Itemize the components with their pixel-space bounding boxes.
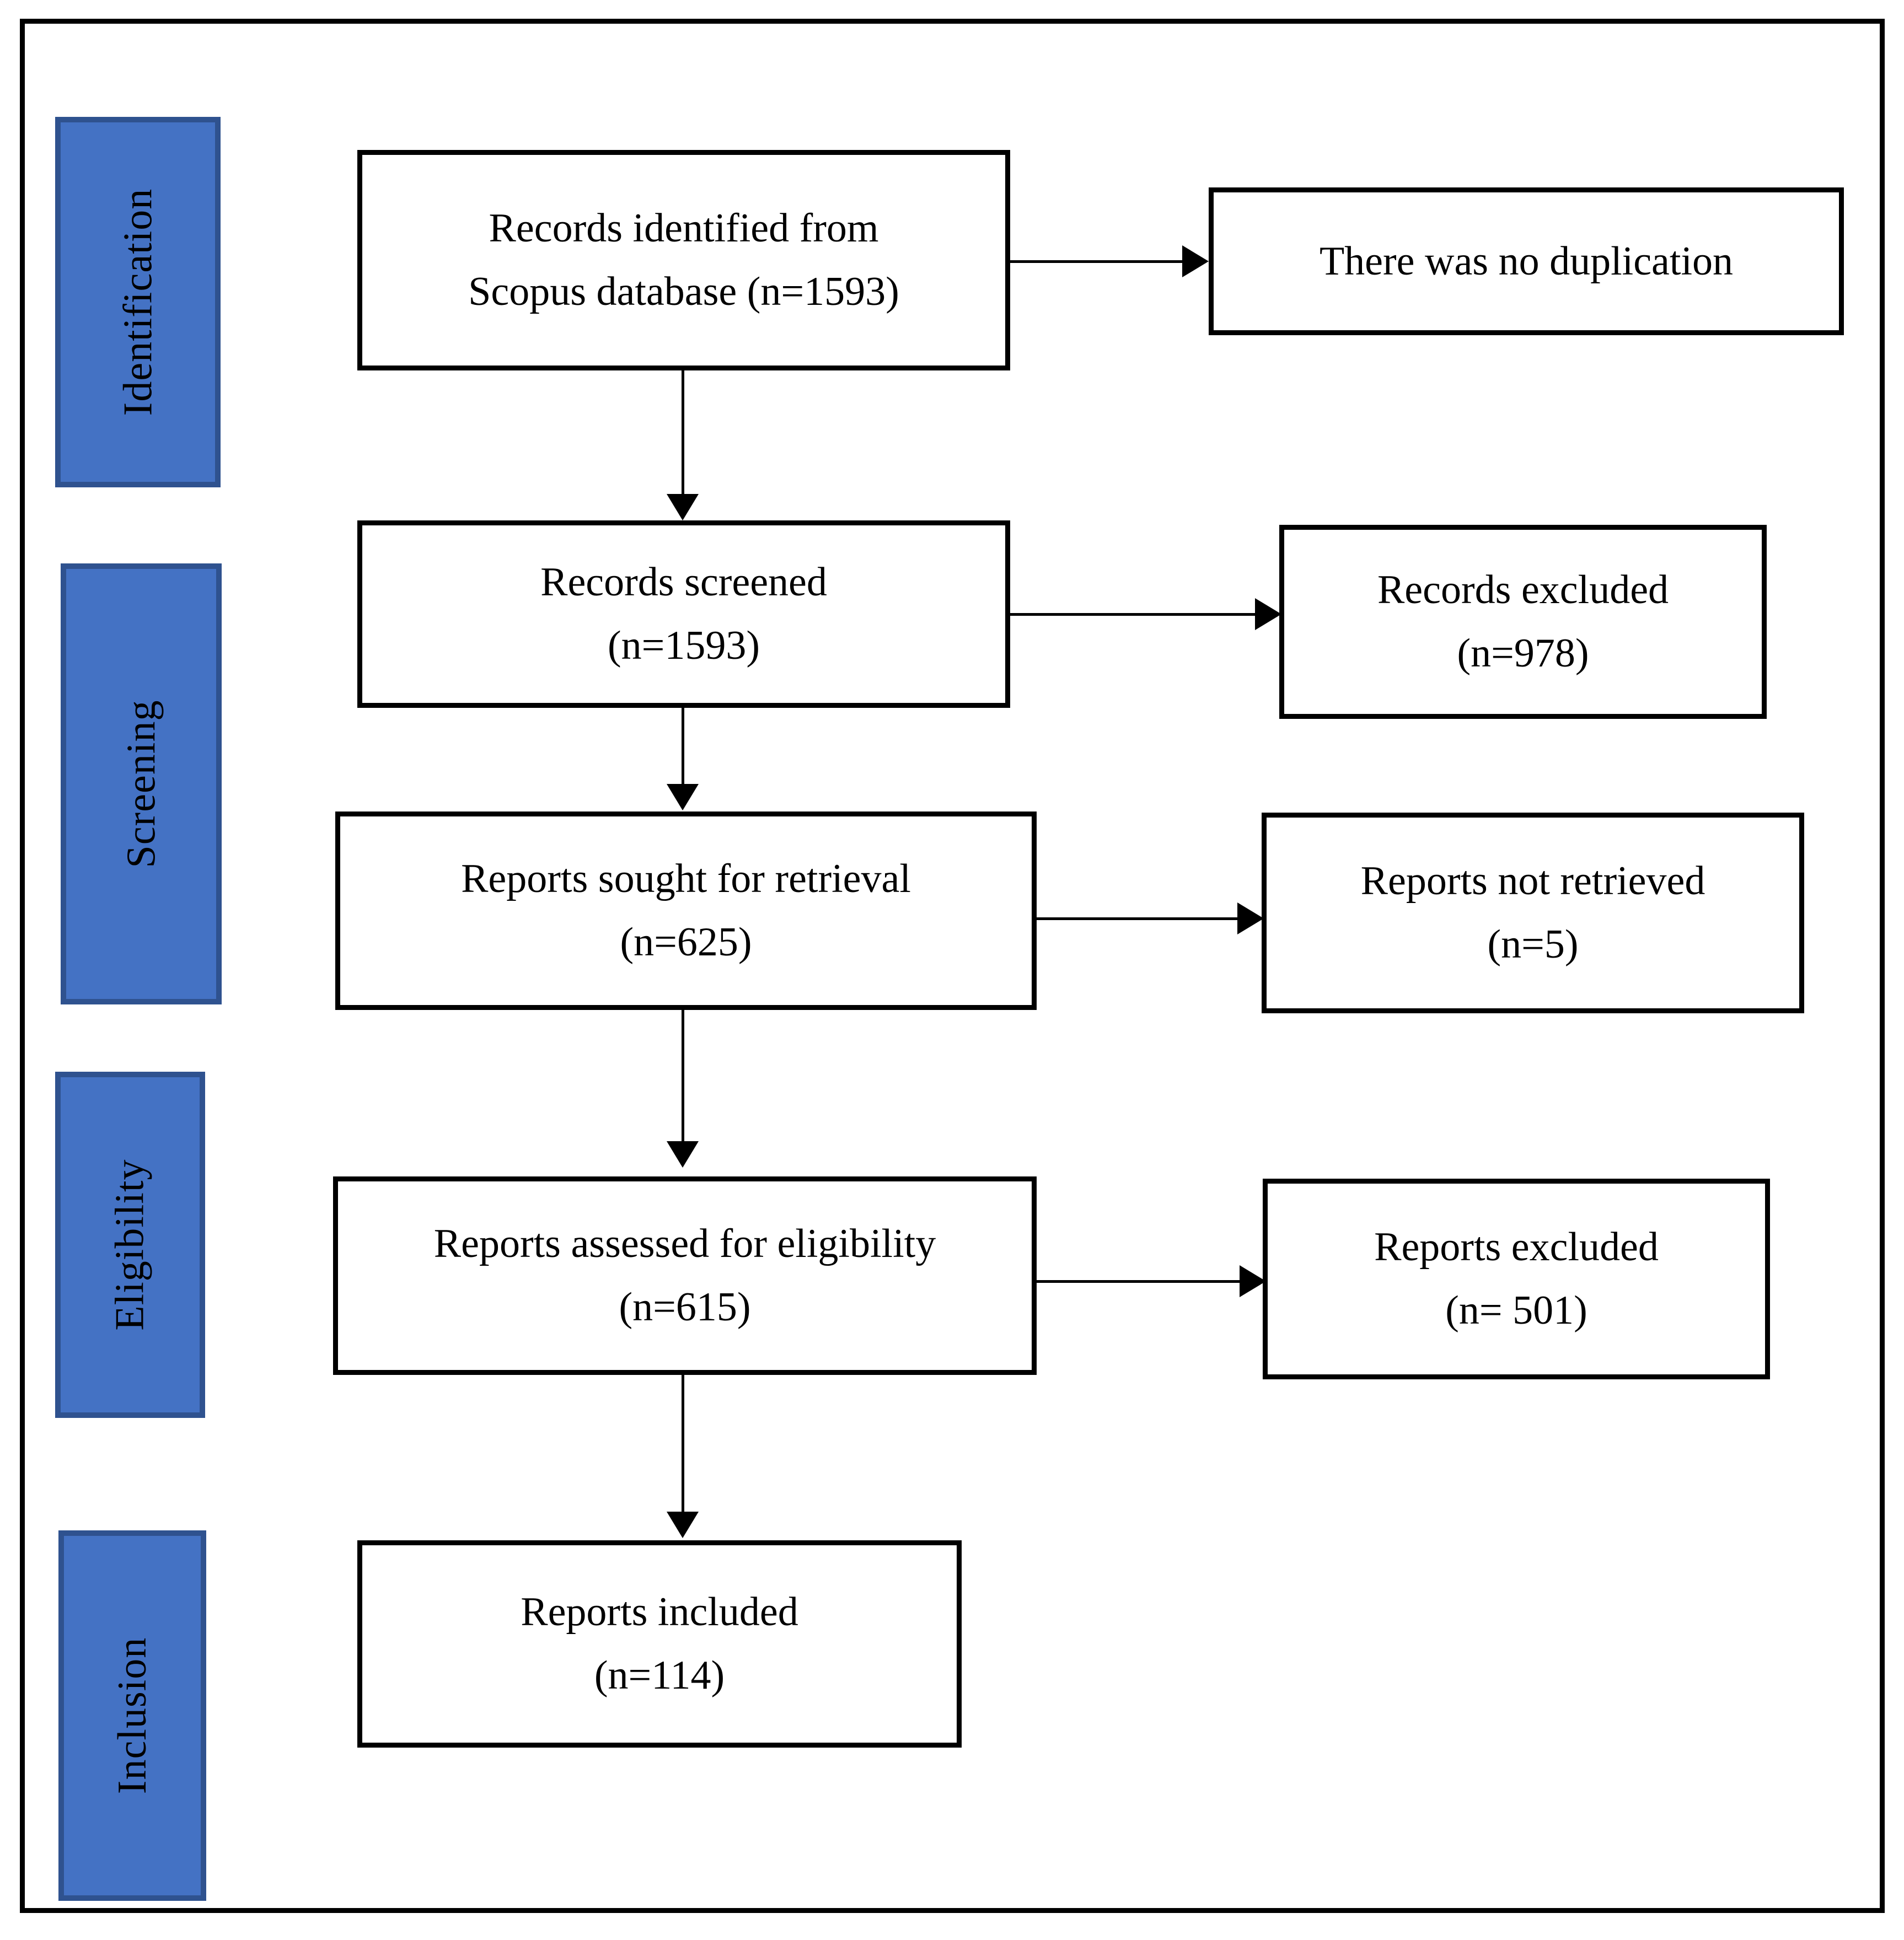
box-records-identified-line2: Scopus database (n=1593) xyxy=(468,269,899,314)
arrowhead-assessed-to-reports-excluded xyxy=(1240,1265,1266,1297)
connector-assessed-to-included xyxy=(682,1375,684,1514)
arrowhead-screened-to-records-excluded xyxy=(1255,598,1281,630)
arrowhead-screened-to-sought xyxy=(667,784,699,810)
box-no-duplication-line1: There was no duplication xyxy=(1319,238,1734,284)
stage-bar-identification: Identification xyxy=(55,117,221,487)
box-records-excluded-line1: Records excluded xyxy=(1377,567,1669,613)
box-reports-assessed: Reports assessed for eligibility (n=615) xyxy=(333,1176,1037,1375)
box-records-identified: Records identified from Scopus database … xyxy=(357,150,1010,370)
box-reports-included: Reports included (n=114) xyxy=(357,1540,962,1748)
stage-label-screening: Screening xyxy=(119,700,164,868)
connector-sought-to-assessed xyxy=(682,1010,684,1143)
box-records-excluded-line2: (n=978) xyxy=(1457,631,1589,676)
box-reports-sought-line2: (n=625) xyxy=(620,920,752,965)
connector-screened-to-sought xyxy=(682,708,684,785)
box-reports-included-line1: Reports included xyxy=(521,1589,798,1635)
box-reports-not-retrieved: Reports not retrieved (n=5) xyxy=(1262,813,1804,1013)
connector-screened-to-records-excluded xyxy=(1010,613,1257,616)
connector-sought-to-not-retrieved xyxy=(1037,917,1240,920)
box-records-screened-line1: Records screened xyxy=(540,560,827,605)
connector-identified-to-screened xyxy=(682,370,684,496)
box-reports-assessed-line1: Reports assessed for eligibility xyxy=(433,1221,936,1267)
stage-bar-eligibility: Eligibility xyxy=(55,1072,205,1418)
stage-bar-inclusion: Inclusion xyxy=(58,1530,206,1901)
box-reports-assessed-line2: (n=615) xyxy=(619,1285,751,1330)
stage-label-eligibility: Eligibility xyxy=(108,1159,153,1331)
arrowhead-sought-to-not-retrieved xyxy=(1237,902,1264,934)
box-reports-sought-line1: Reports sought for retrieval xyxy=(461,856,911,902)
box-reports-excluded-line2: (n= 501) xyxy=(1445,1288,1587,1333)
box-no-duplication: There was no duplication xyxy=(1209,187,1844,335)
box-records-screened-line2: (n=1593) xyxy=(607,623,760,668)
page-frame xyxy=(20,19,1885,1913)
box-reports-excluded-line1: Reports excluded xyxy=(1374,1224,1659,1270)
stage-label-identification: Identification xyxy=(115,188,160,416)
box-records-excluded: Records excluded (n=978) xyxy=(1279,525,1767,719)
box-reports-not-retrieved-line1: Reports not retrieved xyxy=(1360,858,1705,904)
box-reports-not-retrieved-line2: (n=5) xyxy=(1487,922,1579,967)
arrowhead-identified-to-screened xyxy=(667,494,699,520)
box-reports-excluded: Reports excluded (n= 501) xyxy=(1263,1179,1770,1379)
arrowhead-sought-to-assessed xyxy=(667,1141,699,1168)
box-reports-included-line2: (n=114) xyxy=(594,1653,725,1698)
stage-label-inclusion: Inclusion xyxy=(110,1637,155,1794)
box-records-identified-line1: Records identified from xyxy=(489,206,879,251)
arrowhead-assessed-to-included xyxy=(667,1512,699,1538)
box-reports-sought: Reports sought for retrieval (n=625) xyxy=(335,812,1037,1010)
connector-assessed-to-reports-excluded xyxy=(1037,1280,1242,1283)
stage-bar-screening: Screening xyxy=(61,563,222,1004)
box-records-screened: Records screened (n=1593) xyxy=(357,520,1010,708)
arrowhead-identified-to-no-duplication xyxy=(1182,245,1209,277)
connector-identified-to-no-duplication xyxy=(1010,260,1184,263)
